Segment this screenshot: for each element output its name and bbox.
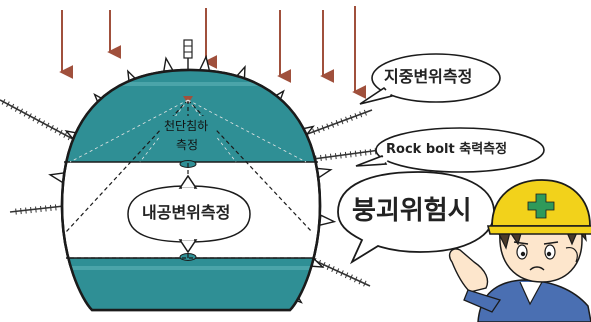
crown-settlement-label-1: 천단침하 (164, 119, 209, 133)
bolt-hatch (316, 126, 320, 133)
rock-bolt-hatching (1, 99, 377, 287)
worker-mouth (529, 266, 545, 271)
bolt-hatch (335, 120, 339, 127)
bolt-hatch (334, 153, 337, 160)
bolt-hatch (58, 129, 63, 136)
bolt-hatch (54, 204, 57, 211)
bolt-hatch (369, 148, 372, 155)
collapse-risk-label: 붕괴위험시 (352, 196, 472, 226)
bolt-hatch (28, 113, 32, 119)
worker-character (448, 179, 591, 322)
rock-bolt (9, 205, 65, 213)
bolt-hatch (354, 276, 358, 283)
crown-label-box (160, 116, 216, 160)
bolt-hatch (345, 116, 349, 123)
upper-band-highlight (62, 82, 320, 86)
bolt-hatch (23, 110, 28, 117)
rockbolt-bubble (355, 127, 545, 173)
bolt-hatch (340, 118, 344, 125)
bolt-hatch (320, 154, 322, 161)
load-arrows (59, 6, 367, 99)
bolt-hatch (363, 280, 367, 287)
lower-band-highlight (62, 266, 320, 270)
bolt-hatch (45, 122, 50, 129)
bolt-hatch (354, 150, 357, 157)
bolt-hatch (339, 152, 342, 159)
bolt-hatch (1, 99, 6, 105)
bolt-hatch (325, 154, 327, 161)
bolt-hatch (10, 103, 15, 110)
bolt-hatch (340, 270, 344, 277)
tunnel-outline (60, 68, 322, 312)
bolt-hatch (15, 208, 17, 215)
bolt-hatch (331, 121, 335, 128)
bolt-hatch (6, 101, 10, 108)
bolt-hatch (19, 108, 24, 115)
bolt-hatch (45, 205, 47, 212)
bolt-hatch (331, 266, 335, 273)
worker-face (499, 225, 583, 283)
crown-settlement-label-2: 측정 (176, 138, 199, 152)
bolt-hatch (35, 206, 37, 213)
bolt-hatch (349, 114, 353, 121)
bolt-hatch (349, 274, 353, 281)
bolt-hatch (40, 205, 42, 213)
bolt-hatch (50, 125, 54, 131)
convergence-bubble (127, 174, 251, 254)
bolt-hatch (63, 132, 68, 138)
worker-eye (544, 244, 556, 260)
bolt-hatch (344, 272, 349, 279)
bolt-hatch (32, 115, 37, 122)
bolt-hatch (359, 150, 362, 157)
bolt-hatch (25, 207, 27, 214)
bolt-hatch (326, 264, 331, 270)
ground-displacement-label: 지중변위측정 (384, 67, 473, 86)
bolt-hatch (364, 149, 367, 156)
bolt-hatch (363, 109, 367, 116)
bolt-hatch (49, 204, 52, 211)
collapse-risk-bubble (337, 171, 495, 265)
worker-hand (448, 248, 489, 293)
rock-bolt (305, 149, 381, 161)
rockbolt-axial-label: Rock bolt 축력측정 (386, 142, 508, 157)
helmet-mark-icon (527, 193, 555, 219)
bolt-hatch (14, 106, 19, 112)
bolt-hatch (20, 208, 22, 215)
bolt-hatch (41, 120, 46, 127)
convergence-label: 내공변위측정 (142, 203, 231, 222)
bolt-hatch (30, 206, 32, 214)
bolt-hatch (330, 153, 332, 160)
bolt-hatch (312, 128, 316, 135)
bolt-hatch (36, 117, 41, 124)
ground-displacement-bubble (359, 53, 501, 105)
bolt-hatch (358, 278, 362, 285)
bolt-hatch (326, 123, 330, 130)
bolt-hatch (354, 113, 358, 120)
lining-spike (318, 214, 337, 227)
bolt-hatch (349, 151, 352, 158)
worker-eye (516, 244, 528, 260)
bolt-hatch (321, 125, 325, 132)
bolt-hatch (359, 111, 363, 118)
upper-fan-lines (69, 99, 307, 163)
bolt-hatch (335, 268, 340, 275)
bolt-hatch (344, 151, 347, 158)
bolt-hatch (54, 127, 59, 134)
